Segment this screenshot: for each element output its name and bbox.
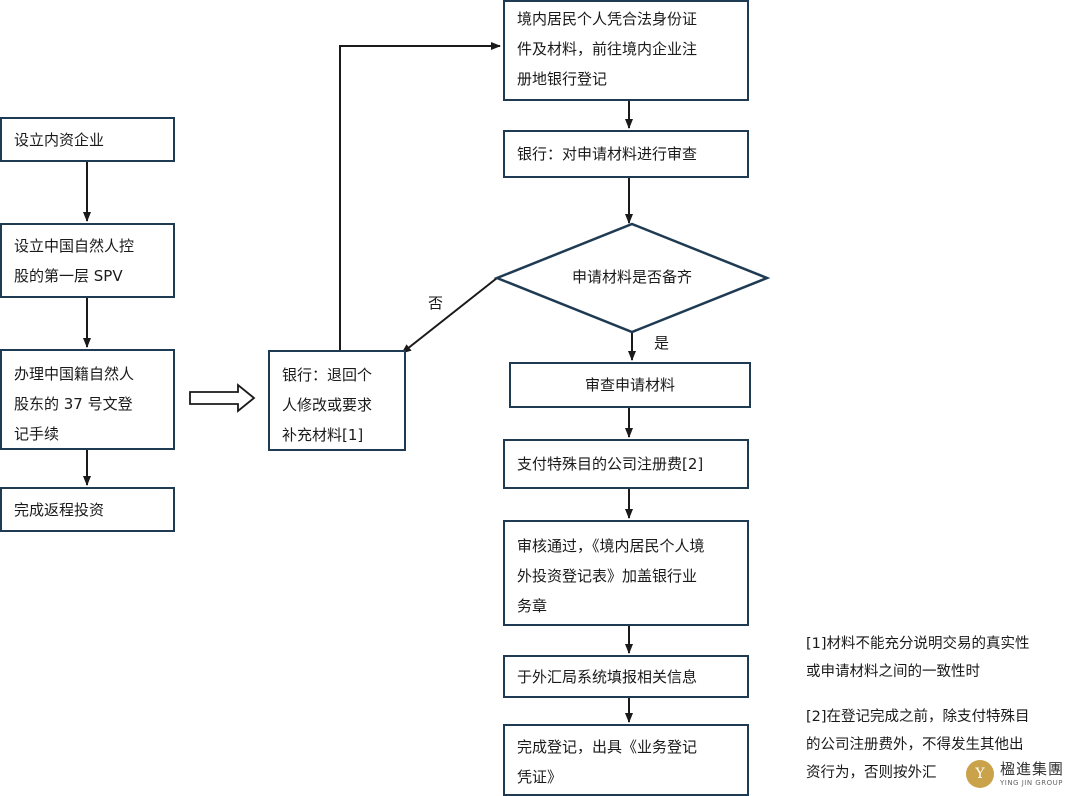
- apply-box: 境内居民个人凭合法身份证 件及材料，前往境内企业注 册地银行登记: [503, 0, 749, 101]
- decision-label: 申请材料是否备齐: [571, 268, 692, 286]
- label-yes: 是: [654, 334, 670, 352]
- logo-name-en: YING JIN GROUP: [999, 778, 1063, 787]
- label-no: 否: [428, 294, 444, 312]
- bank-review-box: 银行：对申请材料进行审查: [503, 130, 749, 178]
- hollow-arrow: [189, 383, 256, 413]
- arrow-return-loop: [339, 42, 501, 350]
- approved-box: 审核通过，《境内居民个人境 外投资登记表》加盖银行业 务章: [503, 520, 749, 626]
- fill-info-box: 于外汇局系统填报相关信息: [503, 655, 749, 698]
- step-complete-roundtrip: 完成返程投资: [0, 487, 175, 532]
- logo-name-cn: 楹進集團: [999, 759, 1064, 778]
- footnote-2: [2]在登记完成之前，除支付特殊目 的公司注册费外，不得发生其他出 资行为，否则…: [806, 709, 1030, 781]
- decision-diamond: [493, 222, 771, 334]
- logo-mark-icon: Y: [965, 760, 994, 788]
- footnote-1: [1]材料不能充分说明交易的真实性 或申请材料之间的一致性时: [806, 636, 1030, 680]
- pay-fee-box: 支付特殊目的公司注册费[2]: [503, 439, 749, 489]
- step-circular37: 办理中国籍自然人 股东的 37 号文登 记手续: [0, 349, 175, 450]
- arrow-decision-no: [401, 277, 498, 354]
- step-establish-domestic: 设立内资企业: [0, 117, 175, 162]
- step-establish-spv: 设立中国自然人控 股的第一层 SPV: [0, 223, 175, 298]
- company-logo: Y 楹進集團 YING JIN GROUP: [961, 758, 1068, 790]
- bank-return-box: 银行：退回个 人修改或要求 补充材料[1]: [268, 350, 406, 451]
- review-materials-box: 审查申请材料: [509, 362, 751, 408]
- complete-box: 完成登记，出具《业务登记 凭证》: [503, 724, 749, 796]
